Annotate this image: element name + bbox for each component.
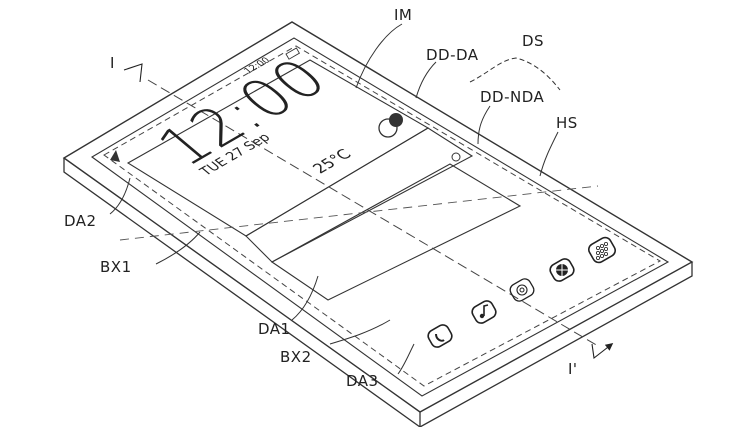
leader-dd-nda — [477, 105, 491, 145]
music-icon — [471, 300, 497, 324]
device-top-face — [62, 21, 694, 413]
label-dd-da: DD-DA — [426, 46, 479, 64]
globe-icon — [549, 258, 575, 282]
leader-da3 — [397, 343, 415, 375]
label-im: IM — [394, 6, 412, 24]
label-da3: DA3 — [346, 372, 379, 390]
label-ds: DS — [522, 32, 544, 50]
section-arrow-i — [123, 63, 143, 83]
leader-hs — [539, 131, 559, 177]
label-bx1: BX1 — [100, 258, 132, 276]
label-da1: DA1 — [258, 320, 291, 338]
label-hs: HS — [556, 114, 578, 132]
indicator-dot — [451, 152, 461, 162]
section-line — [147, 79, 599, 347]
device-front-side — [63, 158, 421, 427]
battery-icon — [285, 47, 301, 60]
camera-icon — [509, 278, 535, 302]
phone-icon — [427, 324, 453, 348]
leader-bx2 — [329, 319, 391, 345]
leader-da2 — [109, 177, 131, 215]
label-dd-nda: DD-NDA — [480, 88, 545, 106]
leader-da1 — [291, 275, 319, 321]
leader-im — [355, 23, 403, 89]
label-i-prime: I' — [568, 360, 578, 378]
display-area-outline — [103, 45, 662, 387]
label-da2: DA2 — [64, 212, 97, 230]
secondary-dashed-line — [119, 185, 599, 241]
leader-bx1 — [155, 231, 201, 265]
label-i: I — [110, 54, 115, 72]
box-middle-panel — [270, 163, 522, 301]
label-bx2: BX2 — [280, 348, 312, 366]
device-right-side — [419, 262, 693, 427]
weather-icon — [378, 113, 403, 138]
leader-dd-da — [415, 61, 437, 99]
grid-icon — [588, 236, 616, 264]
section-arrow-i-prime — [591, 343, 614, 360]
box-bx2 — [245, 127, 474, 263]
weather-temperature: 25°C — [309, 146, 355, 176]
housing-inner-rim — [90, 37, 670, 397]
ds-bracket — [469, 57, 561, 91]
back-triangle-icon — [110, 150, 120, 162]
